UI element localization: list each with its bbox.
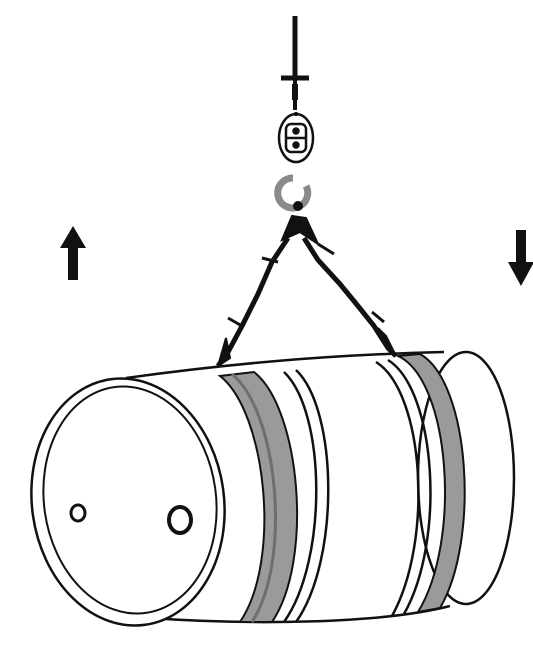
down-arrow-icon — [508, 230, 533, 286]
crane-hook-icon — [281, 16, 309, 110]
drum-barrel-icon — [16, 352, 514, 638]
up-arrow-icon — [60, 226, 86, 280]
swivel-icon — [279, 112, 313, 162]
sling-chain-icon — [218, 216, 396, 366]
hook-ring-icon — [278, 178, 308, 211]
